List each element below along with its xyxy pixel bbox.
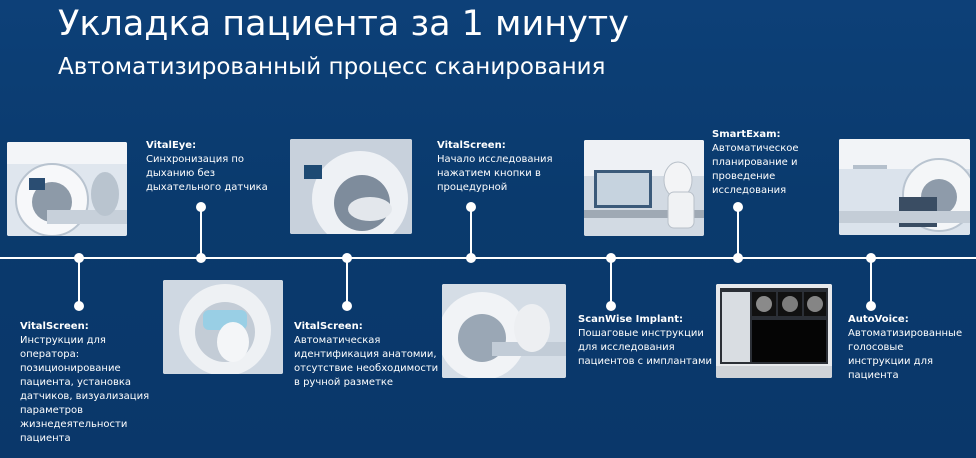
mri-scanner-display-photo: [839, 139, 970, 235]
timeline-stem: [346, 258, 348, 306]
step-label-vitaleye: VitalEye: Синхронизация по дыханию без д…: [146, 139, 286, 195]
smartexam-monitor-screenshot: [716, 284, 832, 378]
step-head: VitalScreen:: [20, 321, 89, 332]
step-label-vitalscreen-start: VitalScreen: Начало исследования нажатие…: [437, 139, 577, 195]
timeline-dot: [866, 253, 876, 263]
slide-title: Укладка пациента за 1 минуту: [58, 4, 629, 44]
timeline-stem: [737, 205, 739, 258]
step-body: Автоматизированные голосовые инструкции …: [848, 328, 963, 381]
timeline-dot: [196, 202, 206, 212]
step-head: ScanWise Implant:: [578, 314, 684, 325]
step-label-smartexam: SmartExam: Автоматическое планирование и…: [712, 128, 832, 198]
step-head: VitalScreen:: [437, 140, 506, 151]
timeline-stem: [470, 205, 472, 258]
mri-coil-closeup-photo: [163, 280, 283, 374]
timeline-stem: [870, 258, 872, 306]
step-head: AutoVoice:: [848, 314, 909, 325]
step-label-vitalscreen-anatomy: VitalScreen: Автоматическая идентификаци…: [294, 320, 444, 390]
operator-console-photo: [584, 140, 704, 236]
timeline-dot: [466, 202, 476, 212]
timeline-dot: [733, 253, 743, 263]
step-body: Синхронизация по дыханию без дыхательног…: [146, 154, 268, 193]
step-head: VitalEye:: [146, 140, 197, 151]
timeline-dot: [466, 253, 476, 263]
timeline-stem: [78, 258, 80, 306]
timeline-dot: [74, 301, 84, 311]
step-body: Пошаговые инструкции для исследования па…: [578, 328, 712, 367]
step-label-vitalscreen-operator: VitalScreen: Инструкции для оператора: п…: [20, 320, 160, 446]
timeline-line: [0, 257, 976, 259]
slide-subtitle: Автоматизированный процесс сканирования: [58, 54, 606, 80]
mri-patient-on-table-photo: [442, 284, 566, 378]
step-label-scanwise-implant: ScanWise Implant: Пошаговые инструкции д…: [578, 313, 718, 369]
step-label-autovoice: AutoVoice: Автоматизированные голосовые …: [848, 313, 972, 383]
timeline-dot: [733, 202, 743, 212]
timeline-dot: [606, 253, 616, 263]
step-head: VitalScreen:: [294, 321, 363, 332]
step-body: Начало исследования нажатием кнопки в пр…: [437, 154, 553, 193]
timeline-stem: [610, 258, 612, 306]
step-body: Инструкции для оператора: позиционирован…: [20, 335, 150, 444]
timeline-dot: [606, 301, 616, 311]
timeline-dot: [196, 253, 206, 263]
timeline-dot: [866, 301, 876, 311]
step-head: SmartExam:: [712, 129, 781, 140]
step-body: Автоматическое планирование и проведение…: [712, 143, 799, 196]
timeline-dot: [342, 301, 352, 311]
step-body: Автоматическая идентификация анатомии, о…: [294, 335, 439, 388]
timeline-stem: [200, 205, 202, 258]
timeline-dot: [74, 253, 84, 263]
mri-bore-patient-photo: [290, 139, 412, 234]
mri-scanner-room-photo: [7, 142, 127, 236]
timeline-dot: [342, 253, 352, 263]
